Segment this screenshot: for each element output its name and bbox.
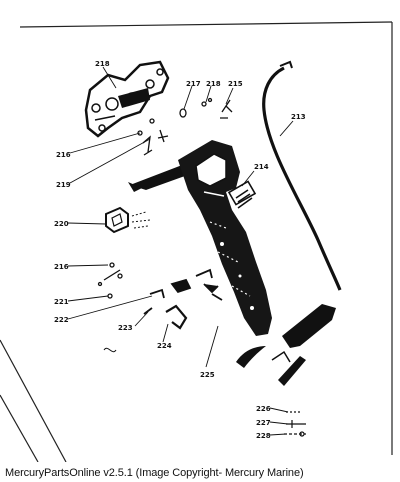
leader-lines (67, 66, 294, 436)
page-frame (0, 21, 393, 462)
callout-label: 223 (118, 324, 133, 332)
callout-label: 217 (186, 80, 201, 88)
u-clip (165, 304, 188, 330)
callout-label: 225 (200, 371, 215, 379)
callout-label: 224 (157, 342, 172, 350)
long-rod (262, 60, 342, 291)
callout-label: 218 (95, 60, 110, 68)
callout-labels: 218 217 218 215 213 216 219 214 220 216 … (54, 60, 306, 440)
callout-label: 216 (56, 151, 71, 159)
small-washers-top (137, 97, 233, 156)
gasket-plate (84, 60, 170, 138)
small-hardware-left (97, 262, 123, 299)
callout-label: 227 (256, 419, 271, 427)
callout-label: 216 (54, 263, 69, 271)
stray-mark (103, 347, 117, 353)
callout-label: 213 (291, 113, 306, 121)
bottom-fasteners (284, 411, 306, 437)
callout-label: 220 (54, 220, 69, 228)
image-caption: MercuryPartsOnline v2.5.1 (Image Copyrig… (5, 467, 304, 479)
callout-label: 221 (54, 298, 69, 306)
callout-label: 222 (54, 316, 69, 324)
callout-label: 226 (256, 405, 271, 413)
lower-right-parts (236, 304, 336, 386)
spring (227, 180, 257, 209)
callout-label: 218 (206, 80, 221, 88)
callout-label: 219 (56, 181, 71, 189)
link-pieces (143, 268, 223, 315)
callout-label: 215 (228, 80, 243, 88)
callout-label: 214 (254, 163, 269, 171)
clip-part (105, 206, 151, 234)
callout-label: 228 (256, 432, 271, 440)
main-body-casting (178, 140, 272, 336)
exploded-parts-diagram: 218 217 218 215 213 216 219 214 220 216 … (0, 21, 393, 462)
